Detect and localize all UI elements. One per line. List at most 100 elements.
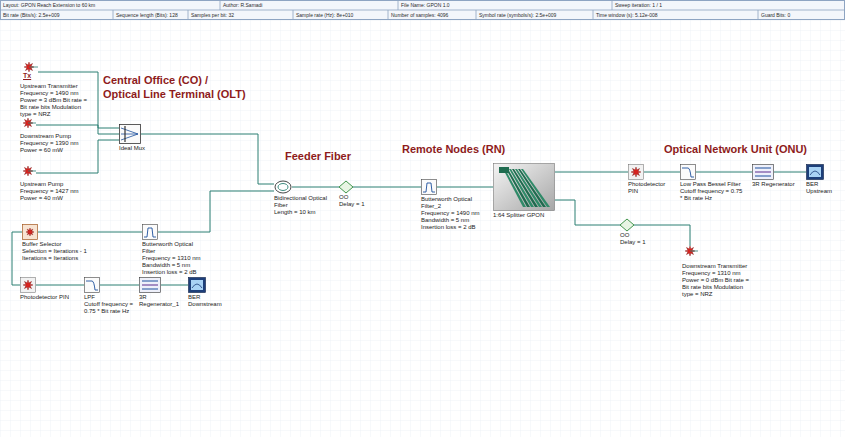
info-cell: Bit rate (Bits/s): 2.5e+009 xyxy=(3,12,60,18)
mux-bar xyxy=(124,126,125,142)
info-cell: Sweep iteration: 1 / 1 xyxy=(615,2,662,8)
component-icon xyxy=(84,277,100,293)
component-name: Downstream Transmitter xyxy=(682,263,752,270)
component-parameters: Frequency = 1490 nm Power = 3 dBm Bit ra… xyxy=(20,90,88,118)
component-caption: Ideal Mux xyxy=(119,145,169,152)
regen-line xyxy=(755,172,771,173)
component-block: 3R Regenerator xyxy=(752,164,774,180)
laser-symbol xyxy=(24,62,38,72)
fiber-connection xyxy=(437,187,493,188)
component-caption: Photodetector PIN xyxy=(628,181,676,195)
section-heading: Optical Network Unit (ONU) xyxy=(664,143,807,156)
component-parameters: Delay = 1 xyxy=(620,239,660,246)
info-cell: Layout: GPON Reach Extension to 60 km xyxy=(3,2,95,8)
component-block: BER Upstream xyxy=(806,164,824,180)
component-name: 3R Regenerator_1 xyxy=(139,294,185,308)
filter-curve xyxy=(682,168,694,177)
splitter-symbol xyxy=(494,164,555,211)
ber-eye xyxy=(192,284,202,288)
component-icon xyxy=(188,277,206,293)
component-parameters: Selection = Iterations - 1 Iterations = … xyxy=(22,248,92,262)
component-name: OO xyxy=(339,194,379,201)
component-caption: Downstream PumpFrequency = 1390 nm Power… xyxy=(20,133,88,154)
component-caption: Downstream TransmitterFrequency = 1310 n… xyxy=(682,263,752,298)
fiber-connection xyxy=(12,232,22,285)
laser-port xyxy=(29,67,38,68)
regen-line xyxy=(142,285,158,286)
filter-symbol xyxy=(422,180,437,195)
regen-line xyxy=(142,289,158,290)
info-cell: Samples per bit: 32 xyxy=(191,12,234,18)
component-parameters: Delay = 1 xyxy=(339,201,379,208)
info-cell: Sequence length (Bits): 128 xyxy=(116,12,178,18)
laser-star xyxy=(23,280,33,290)
fiber-connection xyxy=(36,125,119,134)
regen-line xyxy=(755,168,771,169)
component-parameters: Frequency = 1310 nm Bandwidth = 5 nm Ins… xyxy=(142,255,204,276)
component-block: Photodetector PIN xyxy=(20,277,36,293)
fiber-connection xyxy=(555,172,628,173)
mux-line xyxy=(121,134,138,135)
buffer-symbol xyxy=(23,225,38,240)
component-name: LPF xyxy=(84,294,136,301)
component-block: Bidirectional Optical FiberLength = 10 k… xyxy=(274,180,292,194)
mux-line xyxy=(121,134,138,140)
component-caption: Butterworth Optical Filter_2Frequency = … xyxy=(421,196,487,231)
component-icon xyxy=(119,124,141,144)
regen-symbol xyxy=(753,165,774,180)
laser-symbol xyxy=(23,118,36,128)
info-cell: Number of samples: 4096 xyxy=(391,12,448,18)
component-caption: Butterworth Optical FilterFrequency = 13… xyxy=(142,241,204,276)
component-parameters: Cutoff frequency = 0.75 * Bit rate Hz xyxy=(84,301,136,315)
regen-body xyxy=(140,278,161,293)
ber-symbol xyxy=(189,278,206,293)
component-icon xyxy=(806,164,824,180)
regen-line xyxy=(142,281,158,282)
filter-body xyxy=(681,165,696,180)
info-cell: Time window (s): 5.12e-008 xyxy=(596,12,658,18)
component-parameters: Frequency = 1490 nm Bandwidth = 5 nm Ins… xyxy=(421,210,487,231)
regen-symbol xyxy=(140,278,161,293)
ber-eye xyxy=(810,171,820,175)
component-icon xyxy=(752,164,774,180)
component-block: 3R Regenerator_1 xyxy=(139,277,161,293)
ber-screen xyxy=(809,167,821,177)
component-parameters: Length = 10 km xyxy=(274,209,334,216)
filter-curve xyxy=(86,281,98,290)
detector-body xyxy=(629,165,644,180)
component-name: 1:64 Splitter GPON xyxy=(493,212,573,219)
component-icon xyxy=(274,180,292,194)
regen-line xyxy=(755,176,771,177)
component-name: Downstream Pump xyxy=(20,133,88,140)
fiber-coil xyxy=(275,181,291,193)
section-heading: Remote Nodes (RN) xyxy=(402,143,505,156)
component-block: Photodetector PIN xyxy=(628,164,644,180)
detector-body xyxy=(21,278,36,293)
component-block: BER Downstream xyxy=(188,277,206,293)
delay-symbol xyxy=(620,219,634,231)
component-caption: Bidirectional Optical FiberLength = 10 k… xyxy=(274,195,334,216)
fiber-connection xyxy=(292,187,339,188)
mux-line xyxy=(121,128,138,134)
component-icon xyxy=(339,181,353,193)
filter-body xyxy=(143,225,158,240)
component-block: Upstream PumpFrequency = 1427 nm Power =… xyxy=(20,166,36,180)
component-icon xyxy=(493,163,555,211)
component-icon xyxy=(142,224,158,240)
pd-symbol xyxy=(21,278,36,293)
component-block: Ideal Mux xyxy=(119,124,141,144)
splitter-head xyxy=(499,167,509,173)
filter-curve xyxy=(423,183,435,192)
fiber-connection xyxy=(353,187,421,188)
ber-screen xyxy=(191,280,203,290)
component-name: BER Upstream xyxy=(806,181,842,195)
pd-symbol xyxy=(629,165,644,180)
component-name: OO xyxy=(620,232,660,239)
filter-body xyxy=(422,180,437,195)
component-icon xyxy=(20,277,36,293)
filter-curve xyxy=(144,228,156,237)
component-parameters: Frequency = 1310 nm Power = 0 dBm Bit ra… xyxy=(682,270,752,298)
fiber-connection xyxy=(774,172,806,173)
component-parameters: Frequency = 1427 nm Power = 40 mW xyxy=(20,188,88,202)
